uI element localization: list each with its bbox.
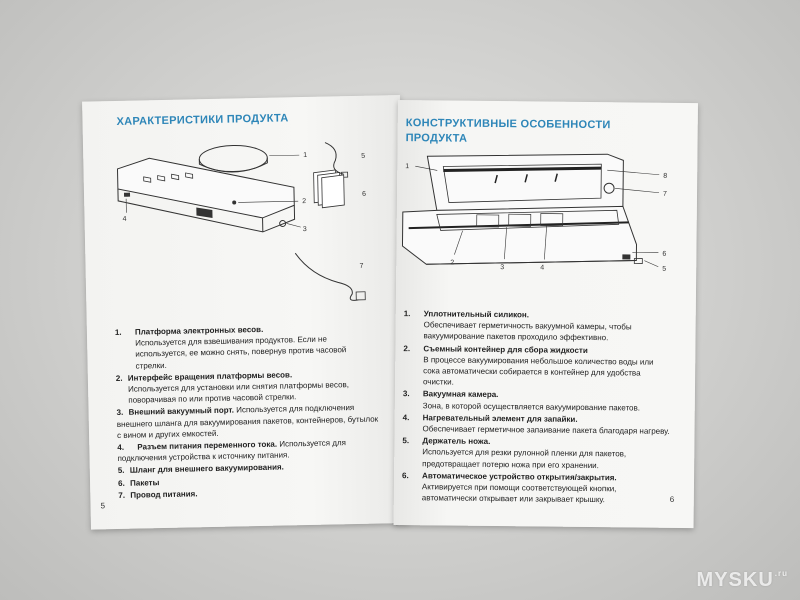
- list-item: 2.Интерфейс вращения платформы весов.Исп…: [115, 370, 350, 405]
- callout-2: 2: [302, 198, 306, 205]
- site-watermark: MYSKU.ru: [697, 569, 788, 592]
- callout-4: 4: [540, 264, 544, 271]
- watermark-text: MYSKU: [696, 569, 774, 591]
- callout-6: 6: [362, 191, 366, 198]
- list-item: 3.Вакуумная камера.Зона, в которой осуще…: [402, 389, 641, 413]
- right-page-title: КОНСТРУКТИВНЫЕ ОСОБЕННОСТИ ПРОДУКТА: [406, 116, 611, 148]
- list-item: 1.Платформа электронных весов.Использует…: [114, 324, 347, 371]
- left-page: ХАРАКТЕРИСТИКИ ПРОДУКТА: [82, 95, 409, 530]
- callout-8: 8: [663, 173, 667, 180]
- list-item: 3.Внешний вакуумный порт. Используется д…: [116, 403, 379, 440]
- left-page-title: ХАРАКТЕРИСТИКИ ПРОДУКТА: [116, 112, 289, 128]
- callout-7: 7: [663, 191, 667, 198]
- callout-4: 4: [122, 216, 126, 223]
- callout-6: 6: [662, 251, 666, 258]
- callout-3: 3: [303, 226, 307, 233]
- page-number-left: 5: [100, 501, 106, 511]
- list-item: 6.Автоматическое устройство открытия/зак…: [402, 470, 617, 505]
- product-illustration: 1 2 3 4 5 6 7: [116, 142, 366, 301]
- right-page: КОНСТРУКТИВНЫЕ ОСОБЕННОСТИ ПРОДУКТА 1 2 …: [393, 100, 698, 529]
- list-item: 5.Держатель ножа.Используется для резки …: [402, 436, 627, 470]
- callout-7: 7: [360, 263, 364, 270]
- callout-5: 5: [361, 153, 365, 160]
- callout-1: 1: [405, 163, 409, 170]
- callout-1: 1: [303, 152, 307, 159]
- callout-3: 3: [500, 264, 504, 271]
- callout-2: 2: [450, 260, 454, 267]
- right-feature-list: 1.Уплотнительный силикон.Обеспечивает ге…: [402, 308, 672, 507]
- left-feature-list: 1.Платформа электронных весов.Использует…: [115, 322, 381, 502]
- callout-5: 5: [662, 266, 666, 273]
- watermark-suffix: .ru: [774, 569, 788, 578]
- list-item: 4.Нагревательный элемент для запайки.Обе…: [402, 412, 670, 436]
- list-item: 1.Уплотнительный силикон.Обеспечивает ге…: [403, 309, 632, 343]
- open-unit-illustration: 1 2 3 4 5 6 7 8: [401, 153, 667, 273]
- page-number-right: 6: [669, 494, 675, 504]
